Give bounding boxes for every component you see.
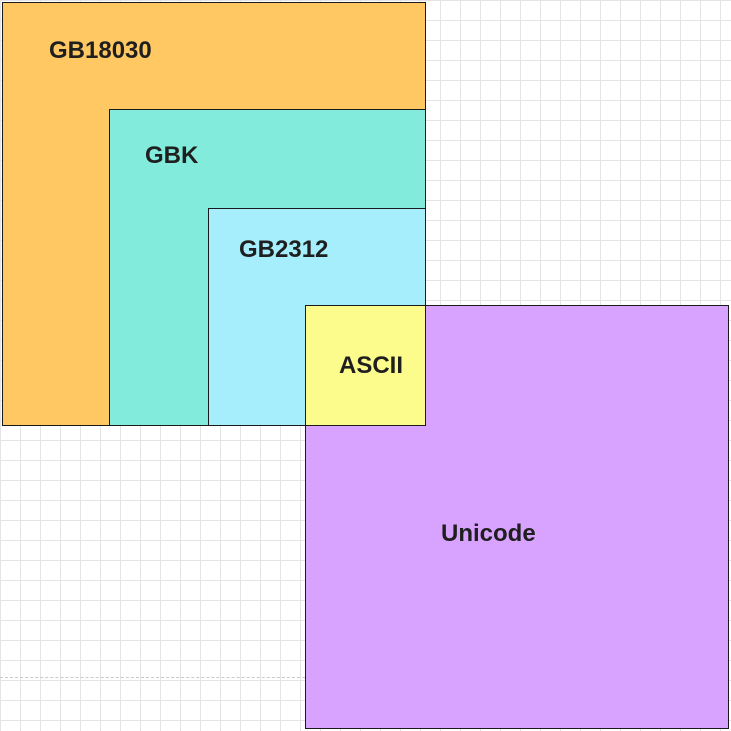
ascii-label: ASCII (339, 352, 404, 379)
unicode-label: Unicode (441, 520, 536, 547)
dashed-guide-line (0, 677, 305, 678)
gb2312-label: GB2312 (239, 236, 329, 263)
gb18030-label: GB18030 (49, 37, 152, 64)
ascii-box (305, 305, 426, 426)
gbk-label: GBK (145, 142, 199, 169)
